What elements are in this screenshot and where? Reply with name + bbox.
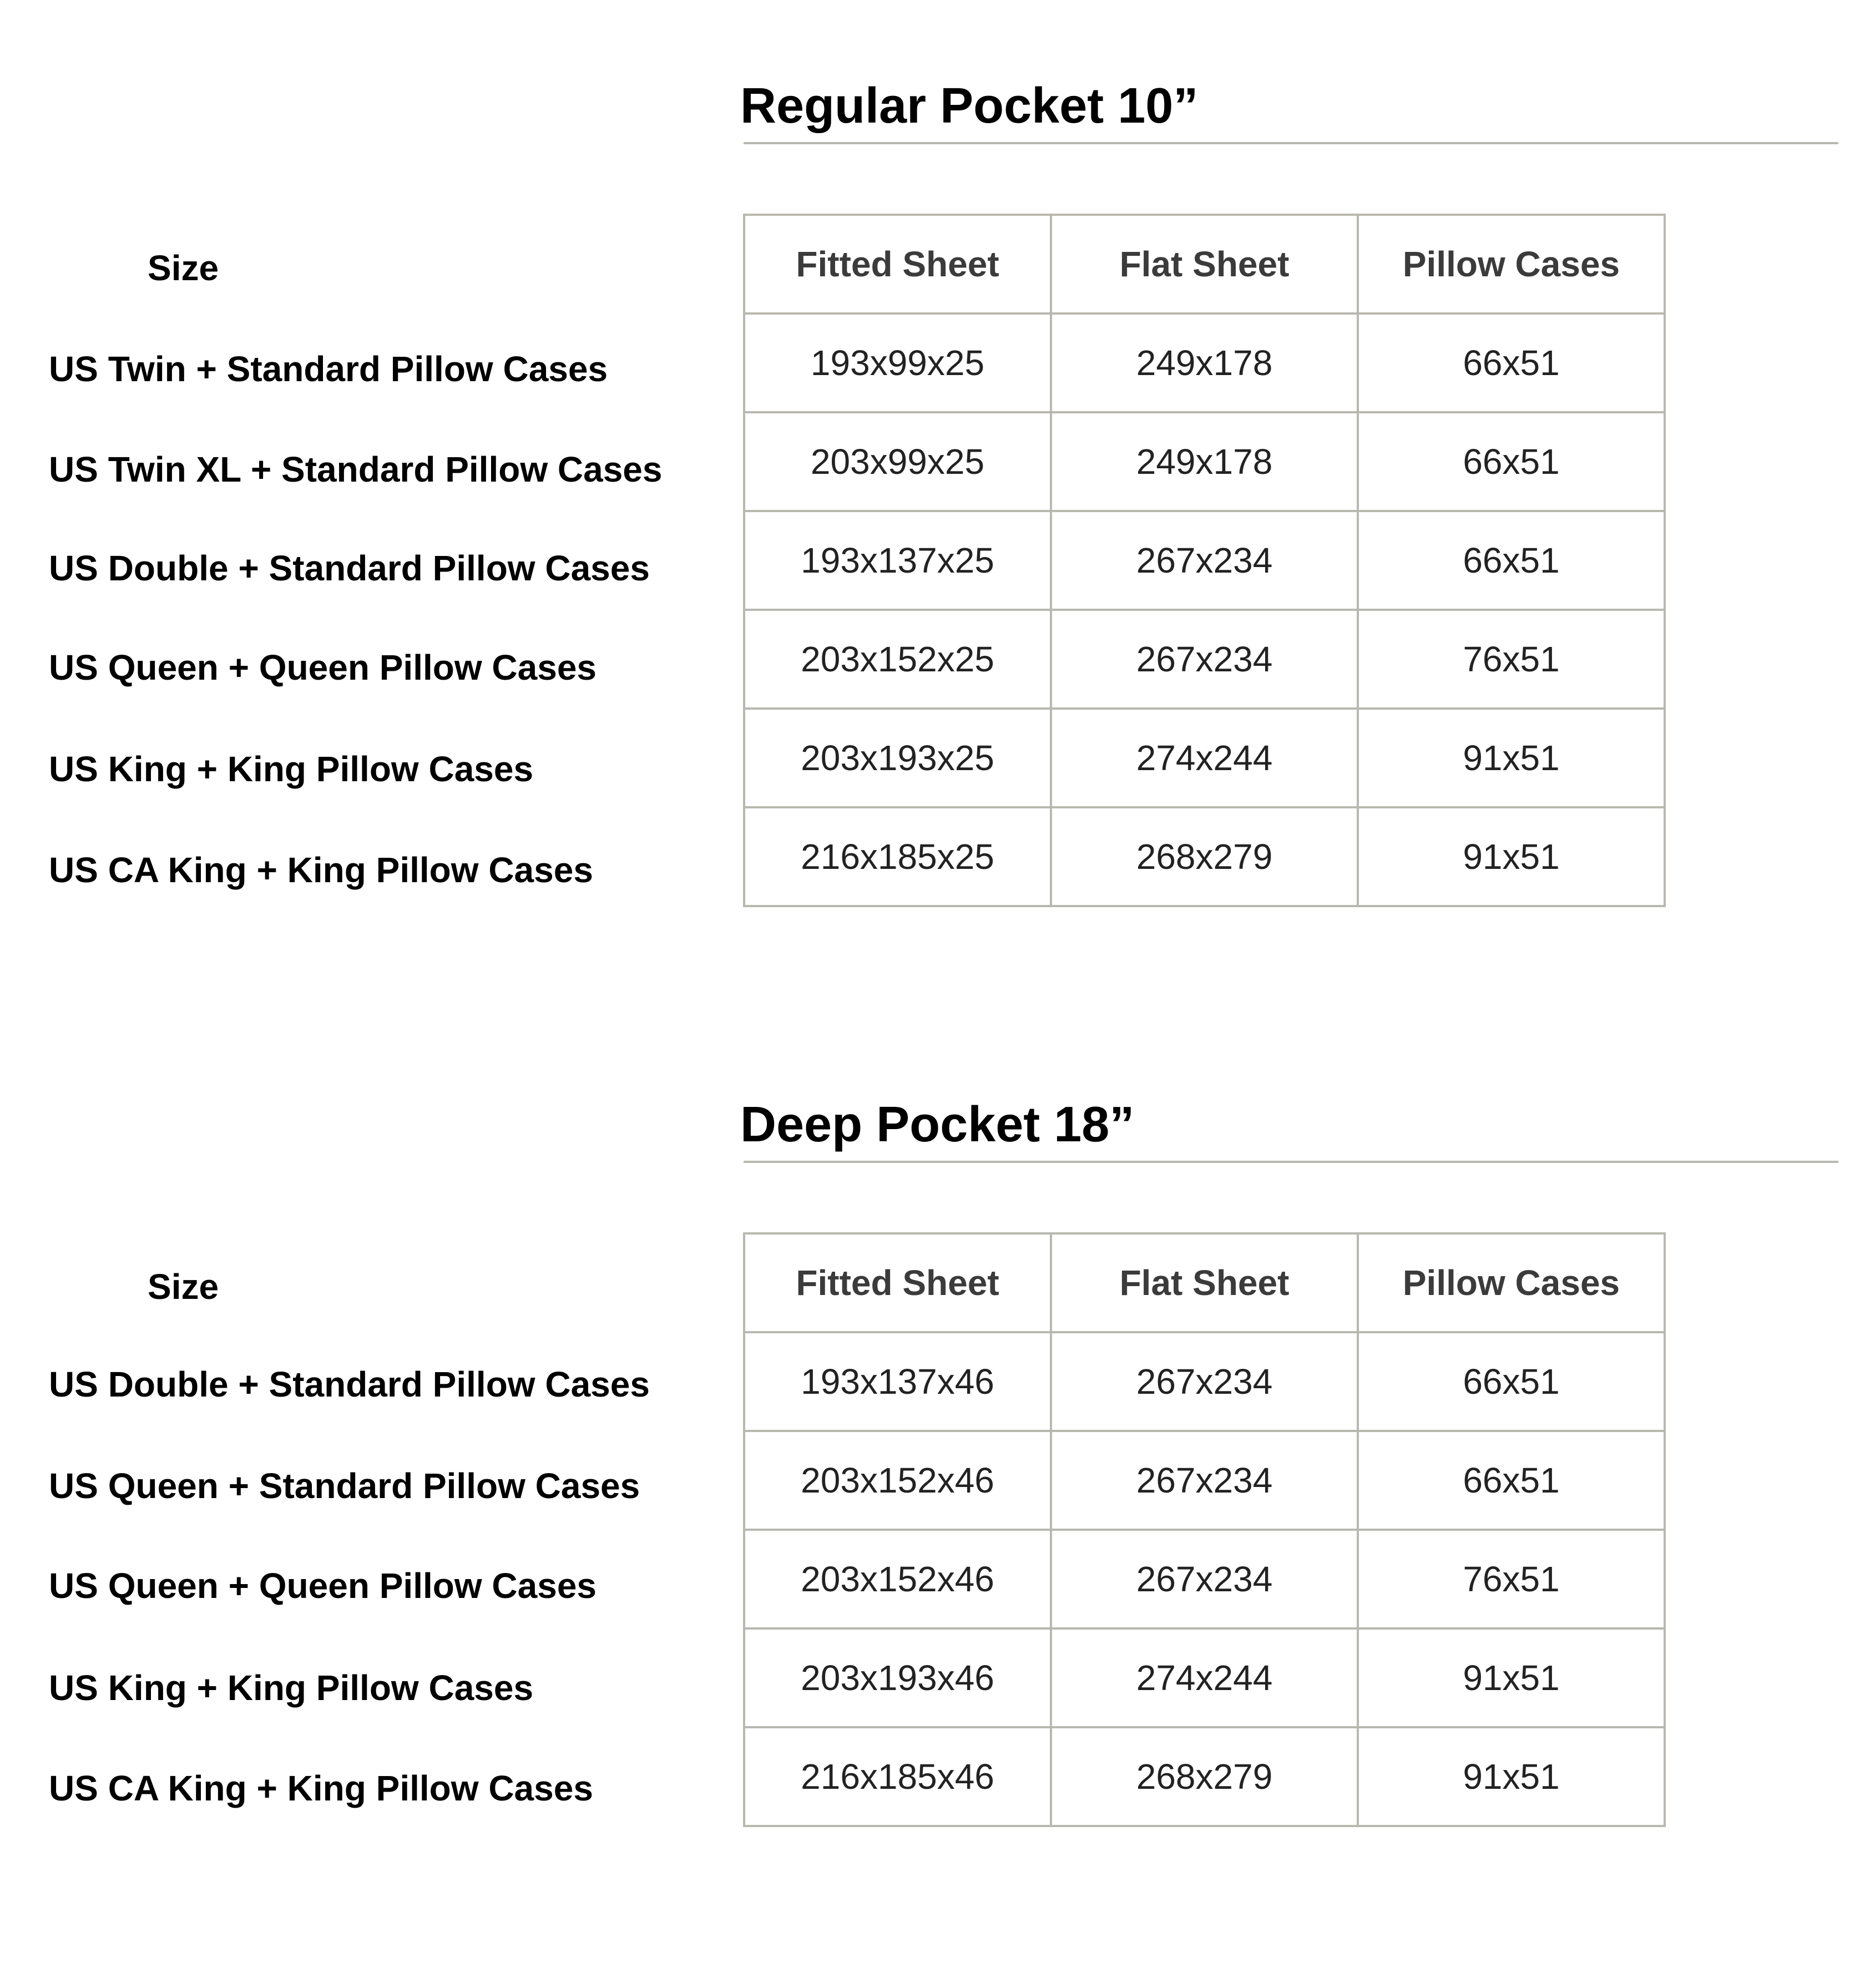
table-row: 203x152x25 267x234 76x51 bbox=[743, 609, 1666, 710]
size-label: US Twin + Standard Pillow Cases bbox=[49, 349, 608, 389]
fitted-sheet-cell: 193x99x25 bbox=[743, 312, 1052, 413]
column-header-flat: Flat Sheet bbox=[1050, 214, 1359, 315]
section-deep-pocket: Deep Pocket 18” Size US Double + Standar… bbox=[0, 1019, 1850, 1962]
flat-sheet-cell: 267x234 bbox=[1050, 609, 1359, 710]
flat-sheet-cell: 249x178 bbox=[1050, 411, 1359, 512]
table-row: 193x137x46 267x234 66x51 bbox=[743, 1331, 1666, 1432]
column-header-pillow: Pillow Cases bbox=[1357, 1232, 1666, 1333]
pillow-cases-cell: 91x51 bbox=[1357, 707, 1666, 808]
flat-sheet-cell: 267x234 bbox=[1050, 1331, 1359, 1432]
pillow-cases-cell: 91x51 bbox=[1357, 1726, 1666, 1827]
size-label: US King + King Pillow Cases bbox=[49, 749, 534, 789]
fitted-sheet-cell: 203x193x46 bbox=[743, 1627, 1052, 1728]
size-label: US Queen + Queen Pillow Cases bbox=[49, 1566, 597, 1606]
size-label: US Queen + Standard Pillow Cases bbox=[49, 1466, 640, 1506]
table-row: 203x99x25 249x178 66x51 bbox=[743, 411, 1666, 512]
section-title: Regular Pocket 10” bbox=[740, 78, 1199, 134]
fitted-sheet-cell: 193x137x25 bbox=[743, 510, 1052, 611]
size-label: US Double + Standard Pillow Cases bbox=[49, 548, 650, 588]
pillow-cases-cell: 66x51 bbox=[1357, 1430, 1666, 1531]
fitted-sheet-cell: 203x99x25 bbox=[743, 411, 1052, 512]
flat-sheet-cell: 274x244 bbox=[1050, 1627, 1359, 1728]
pillow-cases-cell: 91x51 bbox=[1357, 1627, 1666, 1728]
table-header-row: Fitted Sheet Flat Sheet Pillow Cases bbox=[743, 1232, 1666, 1333]
flat-sheet-cell: 267x234 bbox=[1050, 1529, 1359, 1630]
fitted-sheet-cell: 216x185x46 bbox=[743, 1726, 1052, 1827]
size-column-header: Size bbox=[148, 248, 219, 288]
table-row: 216x185x25 268x279 91x51 bbox=[743, 806, 1666, 907]
size-column-header: Size bbox=[148, 1267, 219, 1307]
flat-sheet-cell: 274x244 bbox=[1050, 707, 1359, 808]
table-row: 216x185x46 268x279 91x51 bbox=[743, 1726, 1666, 1827]
fitted-sheet-cell: 193x137x46 bbox=[743, 1331, 1052, 1432]
dimensions-table: Fitted Sheet Flat Sheet Pillow Cases 193… bbox=[743, 214, 1666, 907]
table-header-row: Fitted Sheet Flat Sheet Pillow Cases bbox=[743, 214, 1666, 315]
flat-sheet-cell: 268x279 bbox=[1050, 806, 1359, 907]
column-header-flat: Flat Sheet bbox=[1050, 1232, 1359, 1333]
table-row: 203x152x46 267x234 76x51 bbox=[743, 1529, 1666, 1630]
size-label: US Double + Standard Pillow Cases bbox=[49, 1364, 650, 1404]
fitted-sheet-cell: 203x152x46 bbox=[743, 1529, 1052, 1630]
flat-sheet-cell: 249x178 bbox=[1050, 312, 1359, 413]
column-header-fitted: Fitted Sheet bbox=[743, 1232, 1052, 1333]
size-label: US King + King Pillow Cases bbox=[49, 1668, 534, 1708]
column-header-pillow: Pillow Cases bbox=[1357, 214, 1666, 315]
fitted-sheet-cell: 203x152x25 bbox=[743, 609, 1052, 710]
table-row: 203x152x46 267x234 66x51 bbox=[743, 1430, 1666, 1531]
size-label: US CA King + King Pillow Cases bbox=[49, 1768, 593, 1808]
table-row: 203x193x46 274x244 91x51 bbox=[743, 1627, 1666, 1728]
pillow-cases-cell: 91x51 bbox=[1357, 806, 1666, 907]
pillow-cases-cell: 66x51 bbox=[1357, 411, 1666, 512]
pillow-cases-cell: 66x51 bbox=[1357, 510, 1666, 611]
pillow-cases-cell: 76x51 bbox=[1357, 1529, 1666, 1630]
pillow-cases-cell: 66x51 bbox=[1357, 312, 1666, 413]
section-title: Deep Pocket 18” bbox=[740, 1097, 1135, 1152]
size-label: US Twin XL + Standard Pillow Cases bbox=[49, 449, 663, 489]
table-row: 193x99x25 249x178 66x51 bbox=[743, 312, 1666, 413]
title-divider bbox=[744, 142, 1838, 144]
pillow-cases-cell: 66x51 bbox=[1357, 1331, 1666, 1432]
section-regular-pocket: Regular Pocket 10” Size US Twin + Standa… bbox=[0, 0, 1850, 943]
size-label: US CA King + King Pillow Cases bbox=[49, 850, 593, 890]
flat-sheet-cell: 267x234 bbox=[1050, 510, 1359, 611]
table-row: 193x137x25 267x234 66x51 bbox=[743, 510, 1666, 611]
fitted-sheet-cell: 203x193x25 bbox=[743, 707, 1052, 808]
flat-sheet-cell: 268x279 bbox=[1050, 1726, 1359, 1827]
pillow-cases-cell: 76x51 bbox=[1357, 609, 1666, 710]
column-header-fitted: Fitted Sheet bbox=[743, 214, 1052, 315]
fitted-sheet-cell: 216x185x25 bbox=[743, 806, 1052, 907]
flat-sheet-cell: 267x234 bbox=[1050, 1430, 1359, 1531]
table-row: 203x193x25 274x244 91x51 bbox=[743, 707, 1666, 808]
dimensions-table: Fitted Sheet Flat Sheet Pillow Cases 193… bbox=[743, 1232, 1666, 1827]
size-label: US Queen + Queen Pillow Cases bbox=[49, 648, 597, 687]
title-divider bbox=[744, 1161, 1838, 1163]
fitted-sheet-cell: 203x152x46 bbox=[743, 1430, 1052, 1531]
